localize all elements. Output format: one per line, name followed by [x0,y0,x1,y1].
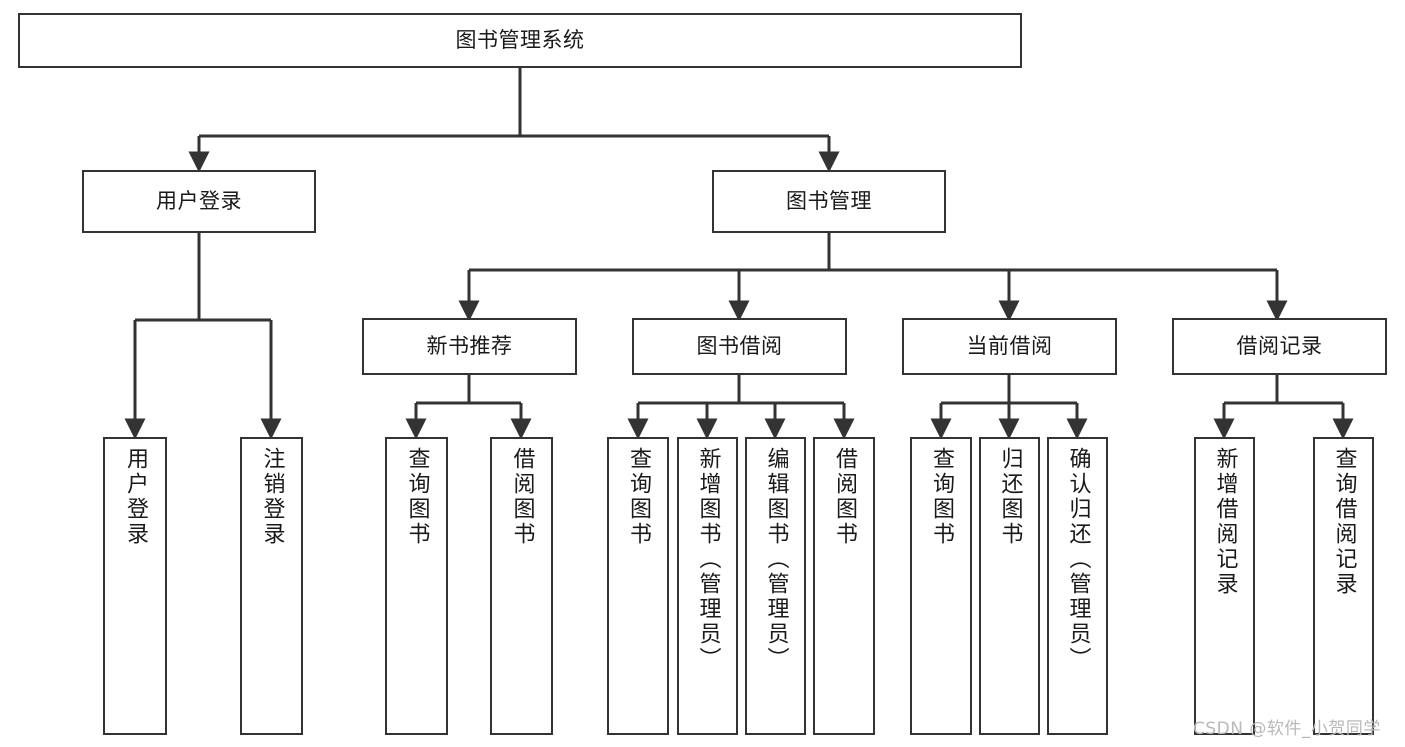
node-leaf-confirm-return-admin[interactable]: 确认归还（管理员） [1047,437,1108,735]
node-leaf-edit-book-admin[interactable]: 编辑图书（管理员） [745,437,806,735]
node-label: 确认归还（管理员） [1065,447,1091,672]
node-borrow-record[interactable]: 借阅记录 [1172,318,1387,375]
node-label: 编辑图书（管理员） [763,447,789,672]
node-book-borrow[interactable]: 图书借阅 [632,318,847,375]
node-label: 归还图书 [997,447,1023,547]
node-leaf-add-book-admin[interactable]: 新增图书（管理员） [677,437,738,735]
node-label: 借阅图书 [509,447,535,547]
node-label: 新增图书（管理员） [695,447,721,672]
node-label: 查询图书 [626,447,651,547]
node-user-login[interactable]: 用户登录 [82,170,316,233]
node-label: 新增借阅记录 [1212,447,1238,597]
node-label: 图书管理 [786,189,872,214]
node-label: 图书借阅 [696,334,783,359]
node-label: 当前借阅 [966,334,1053,359]
watermark-text: CSDN @软件_小贺同学 [1193,719,1381,739]
node-leaf-add-borrow-record[interactable]: 新增借阅记录 [1194,437,1255,735]
node-leaf-query-book-borrow[interactable]: 查询图书 [607,437,669,735]
node-label: 注销登录 [259,447,285,547]
node-leaf-user-login[interactable]: 用户登录 [103,437,167,735]
node-label: 用户登录 [156,189,242,214]
node-leaf-query-book-new[interactable]: 查询图书 [385,437,448,735]
node-current-borrow[interactable]: 当前借阅 [902,318,1117,375]
node-label: 用户登录 [123,447,148,547]
node-leaf-query-book-current[interactable]: 查询图书 [910,437,972,735]
node-label: 借阅记录 [1236,334,1323,359]
node-book-management[interactable]: 图书管理 [712,170,946,233]
node-leaf-query-borrow-record[interactable]: 查询借阅记录 [1313,437,1374,735]
node-label: 查询借阅记录 [1331,447,1357,597]
node-root-book-management-system[interactable]: 图书管理系统 [18,13,1022,68]
node-label: 查询图书 [929,447,954,547]
node-label: 借阅图书 [832,447,857,547]
node-leaf-return-book[interactable]: 归还图书 [979,437,1040,735]
node-leaf-borrow-book[interactable]: 借阅图书 [813,437,875,735]
node-label: 新书推荐 [426,334,513,359]
node-leaf-logout[interactable]: 注销登录 [240,437,303,735]
node-label: 查询图书 [404,447,430,547]
node-label: 图书管理系统 [455,28,585,53]
node-leaf-borrow-book-new[interactable]: 借阅图书 [490,437,553,735]
node-new-book-recommendation[interactable]: 新书推荐 [362,318,577,375]
